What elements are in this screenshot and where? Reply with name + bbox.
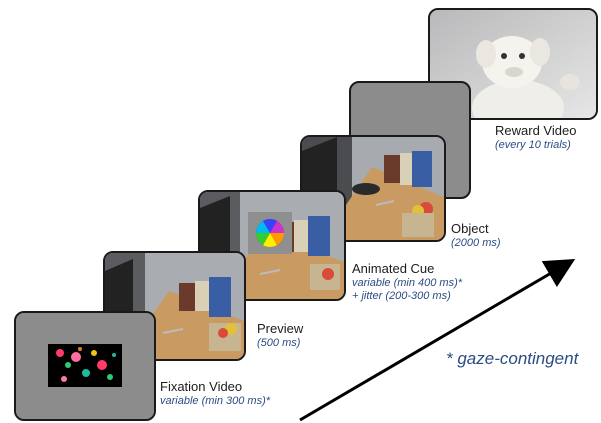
stage-timing: (every 10 trials) xyxy=(495,138,571,151)
stage-timing: (2000 ms) xyxy=(451,236,501,249)
stage-name: Object xyxy=(451,221,489,236)
preview-scene xyxy=(198,190,346,301)
fixation-video-screen xyxy=(14,311,156,421)
stage-timing-extra: + jitter (200-300 ms) xyxy=(352,289,451,302)
stage-name: Preview xyxy=(257,321,304,336)
preview-label: Preview (500 ms) xyxy=(257,321,304,350)
gaze-contingent-note: * gaze-contingent xyxy=(446,349,579,368)
animated-cue-label: Animated Cue variable (min 400 ms)* + ji… xyxy=(352,261,463,302)
stage-name: Fixation Video xyxy=(160,379,243,394)
stage-timing: variable (min 300 ms)* xyxy=(160,394,271,407)
stage-timing: (500 ms) xyxy=(257,336,301,349)
color-wheel-cue xyxy=(248,212,292,254)
fixation-video-label: Fixation Video variable (min 300 ms)* xyxy=(160,379,271,408)
stage-name: Reward Video xyxy=(495,123,577,138)
stage-timing: variable (min 400 ms)* xyxy=(352,276,463,289)
object-label: Object (2000 ms) xyxy=(451,221,501,250)
stage-name: Animated Cue xyxy=(352,261,435,276)
fixation-video-thumbnail xyxy=(48,344,122,387)
toy-sheep-image xyxy=(472,36,580,118)
reward-video-label: Reward Video (every 10 trials) xyxy=(495,123,577,152)
